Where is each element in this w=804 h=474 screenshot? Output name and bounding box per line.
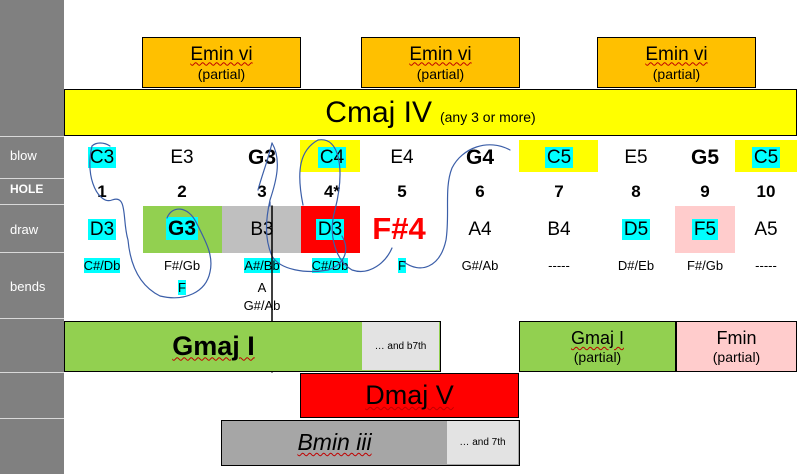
- divider: [0, 178, 64, 179]
- draw-note: A4: [468, 219, 492, 240]
- chord-name: Emin vi: [409, 43, 472, 65]
- blow-note: E4: [390, 147, 414, 168]
- bend-note: F: [398, 258, 406, 273]
- chord-bmin-bar: Bmin iii … and 7th: [221, 420, 520, 466]
- chord-name: Cmaj IV: [325, 95, 432, 129]
- hole-number: 8: [631, 182, 641, 201]
- chord-note: (partial): [573, 349, 622, 365]
- row-label-text: HOLE: [10, 182, 44, 196]
- chord-fmin-partial: Fmin (partial): [676, 321, 797, 372]
- chord-extra: … and 7th: [459, 437, 506, 448]
- row-label-blow: blow: [0, 148, 64, 168]
- blow-note: G4: [465, 146, 494, 169]
- chord-gmaj-partial: Gmaj I (partial): [519, 321, 676, 372]
- blow-note: C5: [751, 147, 781, 168]
- chord-gmaj-extra: … and b7th: [362, 322, 439, 370]
- chord-gmaj-main: Gmaj I: [65, 322, 362, 370]
- bend-note: D#/Eb: [617, 258, 655, 273]
- draw-note: A5: [754, 219, 778, 240]
- blow-note: C5: [544, 147, 574, 168]
- divider: [0, 252, 64, 253]
- row-label-hole: HOLE: [0, 182, 64, 202]
- bend-note: C#/Db: [83, 258, 121, 273]
- bend-note: F#/Gb: [686, 258, 724, 273]
- hole-number: 1: [97, 182, 107, 201]
- divider: [0, 418, 64, 419]
- blow-note: G5: [690, 146, 719, 169]
- divider: [0, 372, 64, 373]
- draw-note: B4: [547, 219, 571, 240]
- hole-number: 9: [700, 182, 710, 201]
- bend-note: -----: [548, 258, 570, 273]
- chord-note: (partial): [197, 65, 246, 82]
- divider: [0, 136, 64, 137]
- bend-note: C#/Db: [311, 258, 349, 273]
- chord-extra: … and b7th: [374, 340, 427, 352]
- divider: [0, 204, 64, 205]
- hole-number: 2: [177, 182, 187, 201]
- chord-name: Fmin: [716, 328, 757, 348]
- row-label-text: draw: [10, 222, 39, 237]
- hole-number: 3: [257, 182, 267, 201]
- draw-note: D5: [621, 219, 651, 240]
- bend-note: A#/Bb: [244, 258, 280, 273]
- chord-emin-1: Emin vi (partial): [142, 37, 301, 88]
- row-label-bends: bends: [0, 279, 64, 299]
- row-label-text: blow: [10, 148, 37, 163]
- bend-note: F: [178, 280, 186, 295]
- chord-name: Dmaj V: [365, 380, 454, 410]
- draw-note: D3: [315, 219, 345, 240]
- bend-note: -----: [755, 258, 777, 273]
- blow-note: C3: [87, 147, 117, 168]
- chord-cmaj-bar: Cmaj IV (any 3 or more): [64, 89, 797, 136]
- chord-note: (partial): [712, 349, 761, 365]
- chord-gmaj-bar: Gmaj I … and b7th: [64, 321, 441, 372]
- chord-bmin-main: Bmin iii: [222, 421, 447, 464]
- blow-note: E5: [624, 147, 648, 168]
- divider: [0, 318, 64, 319]
- bend-note: A: [257, 280, 267, 295]
- hole-number: 6: [475, 182, 485, 201]
- bend-note: F#/Gb: [163, 258, 201, 273]
- chord-note: (any 3 or more): [439, 108, 536, 125]
- chord-name: Emin vi: [645, 43, 708, 65]
- hole-number: 4*: [323, 182, 341, 201]
- bend-note: G#/Ab: [461, 258, 499, 273]
- chord-bmin-extra: … and 7th: [447, 421, 518, 464]
- chord-name: Bmin iii: [297, 429, 372, 455]
- chord-name: Gmaj I: [172, 330, 255, 361]
- draw-note: F#4: [372, 211, 426, 246]
- chord-emin-2: Emin vi (partial): [361, 37, 520, 88]
- row-label-draw: draw: [0, 222, 64, 242]
- hole-number: 10: [756, 182, 776, 201]
- draw-note: F5: [691, 219, 719, 240]
- draw-highlight-b3: [222, 206, 301, 253]
- chord-name: Emin vi: [190, 43, 253, 65]
- blow-note: E3: [170, 147, 194, 168]
- chord-note: (partial): [652, 65, 701, 82]
- bend-note: G#/Ab: [243, 298, 281, 313]
- draw-note: B3: [250, 219, 274, 240]
- hole-number: 7: [554, 182, 564, 201]
- draw-note: D3: [87, 219, 117, 240]
- hole-number: 5: [397, 182, 407, 201]
- chord-emin-3: Emin vi (partial): [597, 37, 756, 88]
- draw-note: G3: [165, 217, 198, 240]
- row-label-text: bends: [10, 279, 46, 294]
- chord-dmaj-bar: Dmaj V: [300, 373, 519, 418]
- chord-note: (partial): [416, 65, 465, 82]
- blow-note: G3: [247, 146, 276, 169]
- chord-name: Gmaj I: [570, 328, 624, 348]
